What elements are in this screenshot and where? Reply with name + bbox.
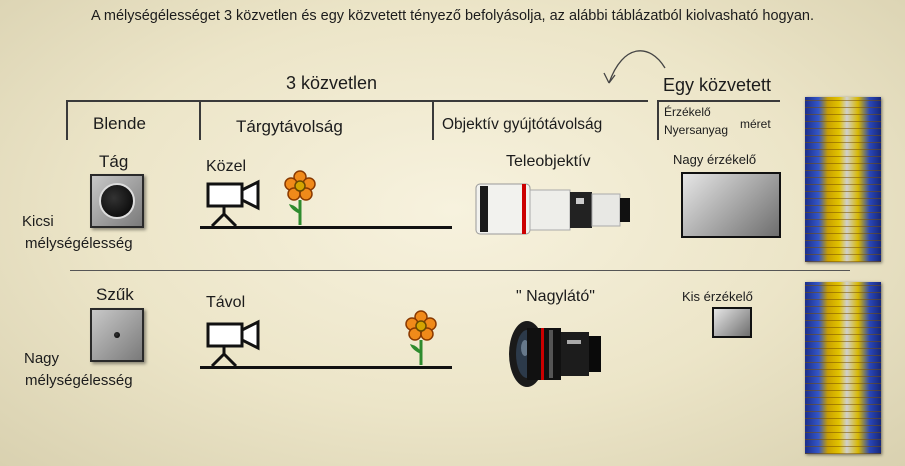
column-divider	[432, 100, 434, 140]
column-divider	[66, 100, 68, 140]
intro-text: A mélységélességet 3 közvetlen és egy kö…	[90, 8, 815, 24]
header-bracket-line	[66, 100, 648, 102]
column-divider	[657, 100, 659, 140]
ruler-shallow-dof-image	[805, 97, 881, 262]
curved-arrow-icon	[603, 50, 666, 84]
telephoto-lens-icon	[475, 183, 630, 235]
row1-distance-label: Közel	[206, 158, 247, 175]
row2-label-line2: mélységélesség	[25, 372, 133, 389]
camera-tripod-icon	[206, 319, 260, 368]
flower-icon	[405, 310, 437, 365]
camera-tripod-icon	[206, 179, 260, 228]
header-indirect: Egy közvetett	[663, 75, 772, 95]
header-direct: 3 közvetlen	[286, 73, 378, 93]
column-header-sensor-1: Érzékelő	[664, 105, 711, 119]
column-header-sensor-suffix: méret	[740, 117, 771, 131]
column-header-distance: Tárgytávolság	[236, 117, 343, 136]
small-sensor-icon	[712, 307, 752, 338]
wide-aperture-icon	[90, 174, 144, 228]
row2-label-line1: Nagy	[24, 350, 60, 367]
row1-label-line2: mélységélesség	[25, 235, 133, 252]
header-bracket-line	[657, 100, 780, 102]
row1-aperture-label: Tág	[99, 152, 129, 171]
row2-distance-label: Távol	[206, 294, 246, 311]
large-sensor-icon	[681, 172, 781, 238]
row-divider	[70, 270, 850, 271]
ground-line	[200, 226, 452, 229]
row2-lens-label: " Nagylátó"	[516, 288, 595, 305]
row1-sensor-label: Nagy érzékelő	[673, 152, 757, 167]
column-divider	[199, 100, 201, 140]
column-header-blende: Blende	[93, 114, 146, 133]
ground-line	[200, 366, 452, 369]
flower-icon	[284, 170, 316, 225]
row1-lens-label: Teleobjektív	[506, 153, 591, 170]
wide-angle-lens-icon	[509, 321, 601, 387]
row2-aperture-label: Szűk	[96, 285, 134, 304]
column-header-focal: Objektív gyújtótávolság	[442, 116, 603, 133]
row2-sensor-label: Kis érzékelő	[682, 289, 753, 304]
narrow-aperture-icon	[90, 308, 144, 362]
ruler-deep-dof-image	[805, 282, 881, 454]
column-header-sensor-2: Nyersanyag	[664, 123, 729, 137]
row1-label-line1: Kicsi	[22, 213, 54, 230]
